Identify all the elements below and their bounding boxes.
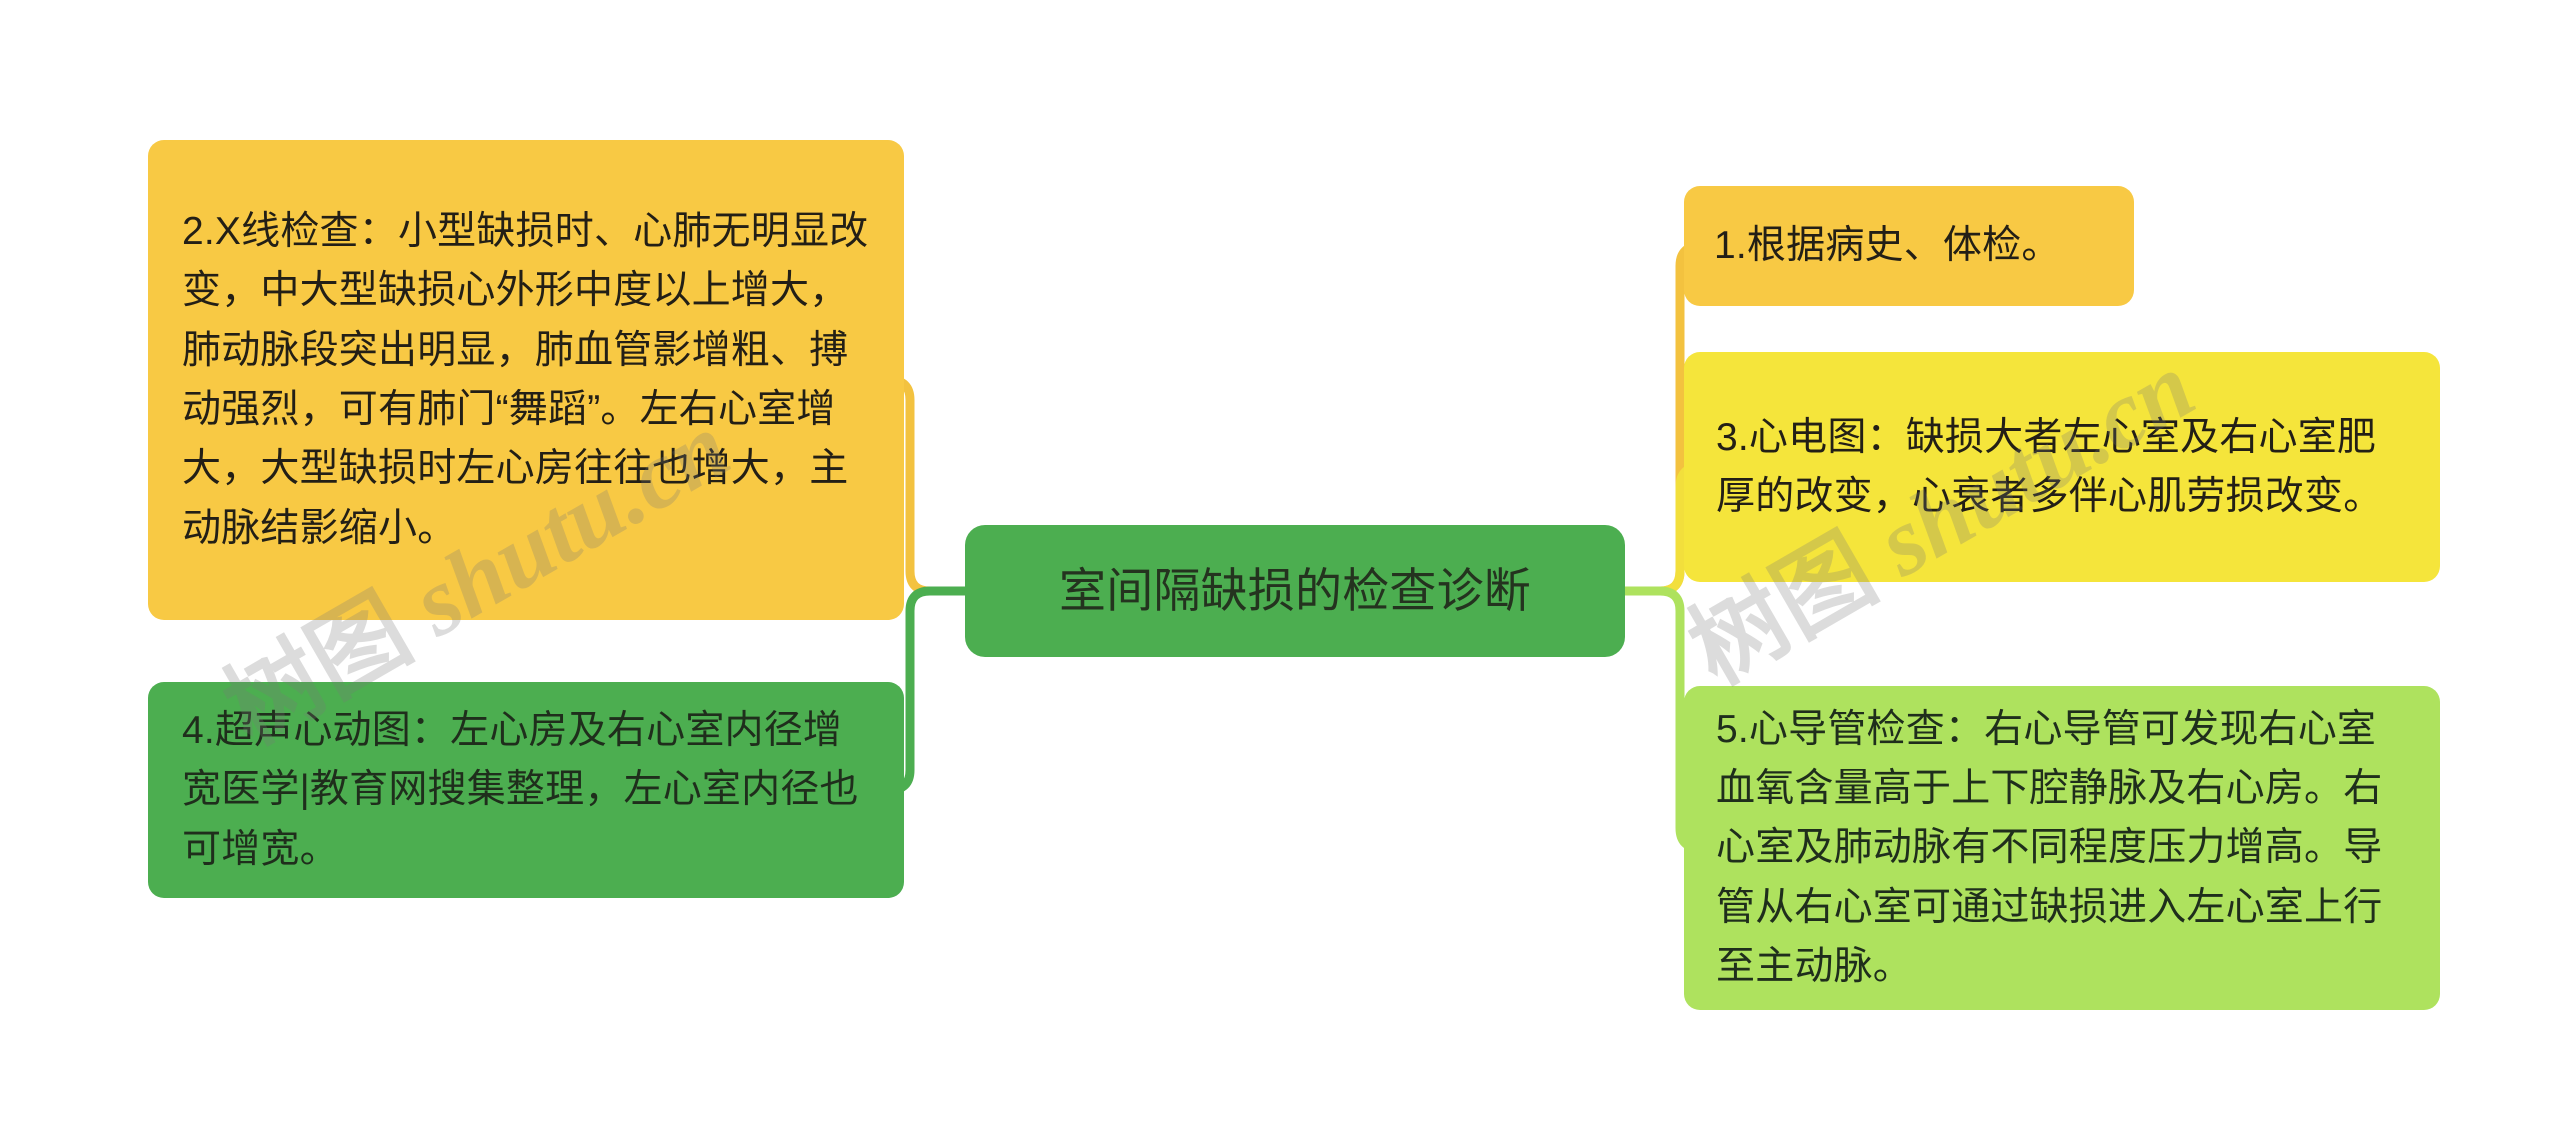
node-root-label: 室间隔缺损的检查诊断 (1059, 564, 1531, 618)
node-branch-4[interactable]: 4.超声心动图：左心房及右心室内径增宽医学|教育网搜集整理，左心室内径也可增宽。 (148, 682, 904, 898)
node-branch-2-label: 2.X线检查：小型缺损时、心肺无明显改变，中大型缺损心外形中度以上增大，肺动脉段… (182, 210, 869, 550)
node-branch-3[interactable]: 3.心电图：缺损大者左心室及右心室肥厚的改变，心衰者多伴心肌劳损改变。 (1684, 352, 2440, 582)
node-branch-3-label: 3.心电图：缺损大者左心室及右心室肥厚的改变，心衰者多伴心肌劳损改变。 (1716, 415, 2383, 518)
node-branch-1-label: 1.根据病史、体检。 (1714, 224, 2061, 268)
node-branch-5[interactable]: 5.心导管检查：右心导管可发现右心室血氧含量高于上下腔静脉及右心房。右心室及肺动… (1684, 686, 2440, 1010)
node-branch-1[interactable]: 1.根据病史、体检。 (1684, 186, 2134, 306)
node-branch-2[interactable]: 2.X线检查：小型缺损时、心肺无明显改变，中大型缺损心外形中度以上增大，肺动脉段… (148, 140, 904, 620)
node-branch-5-label: 5.心导管检查：右心导管可发现右心室血氧含量高于上下腔静脉及右心房。右心室及肺动… (1716, 707, 2383, 988)
node-root-topic[interactable]: 室间隔缺损的检查诊断 (965, 525, 1625, 657)
node-branch-4-label: 4.超声心动图：左心房及右心室内径增宽医学|教育网搜集整理，左心室内径也可增宽。 (182, 709, 859, 871)
